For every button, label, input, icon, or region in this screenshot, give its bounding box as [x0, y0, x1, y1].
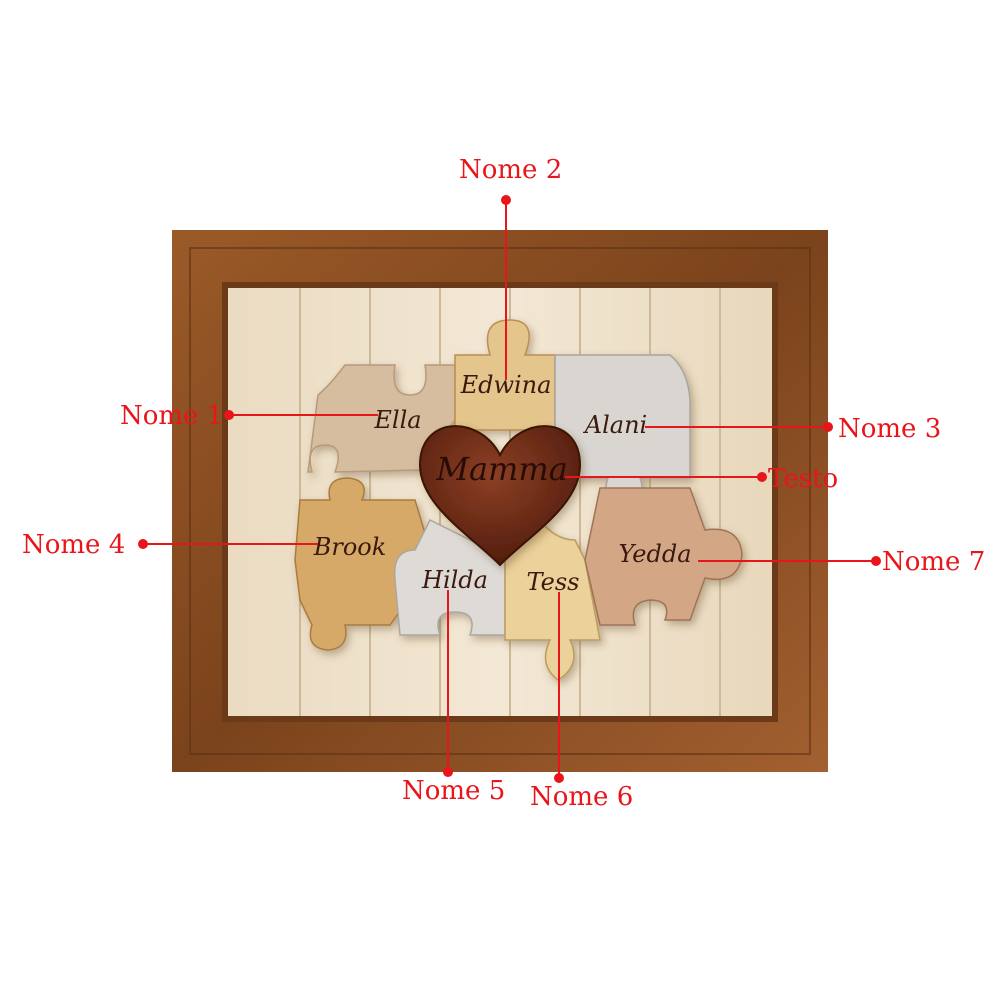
piece-name-ella: Ella: [373, 406, 421, 434]
callout-label-nome-7: Nome 7: [882, 547, 985, 577]
callout-nome-3: [645, 422, 833, 432]
piece-name-yedda: Yedda: [619, 540, 692, 568]
callout-nome-6: [554, 592, 564, 783]
heart-centerpiece: [418, 425, 582, 567]
callout-label-nome-1: Nome 1: [120, 401, 223, 431]
callout-nome-1: [224, 410, 378, 420]
callout-label-nome-4: Nome 4: [22, 530, 125, 560]
heart-text: Mamma: [435, 450, 568, 488]
callout-label-nome-3: Nome 3: [838, 414, 941, 444]
puzzle-piece-hilda: [393, 518, 506, 636]
puzzle-piece-ella: [307, 364, 456, 473]
callout-label-nome-5: Nome 5: [402, 776, 505, 806]
piece-name-tess: Tess: [527, 568, 580, 596]
callout-label-nome-6: Nome 6: [530, 782, 633, 812]
callout-label-testo: Testo: [768, 464, 838, 494]
puzzle-piece-yedda: [584, 487, 743, 626]
callout-nome-7: [698, 556, 881, 566]
puzzle-piece-tess: [504, 518, 601, 681]
callout-nome-2: [501, 195, 511, 380]
piece-name-hilda: Hilda: [421, 566, 488, 594]
piece-name-alani: Alani: [583, 411, 647, 439]
piece-name-brook: Brook: [313, 533, 387, 561]
callout-nome-5: [443, 590, 453, 777]
callout-testo: [565, 472, 767, 482]
callout-label-nome-2: Nome 2: [459, 155, 562, 185]
callout-nome-4: [138, 539, 318, 549]
